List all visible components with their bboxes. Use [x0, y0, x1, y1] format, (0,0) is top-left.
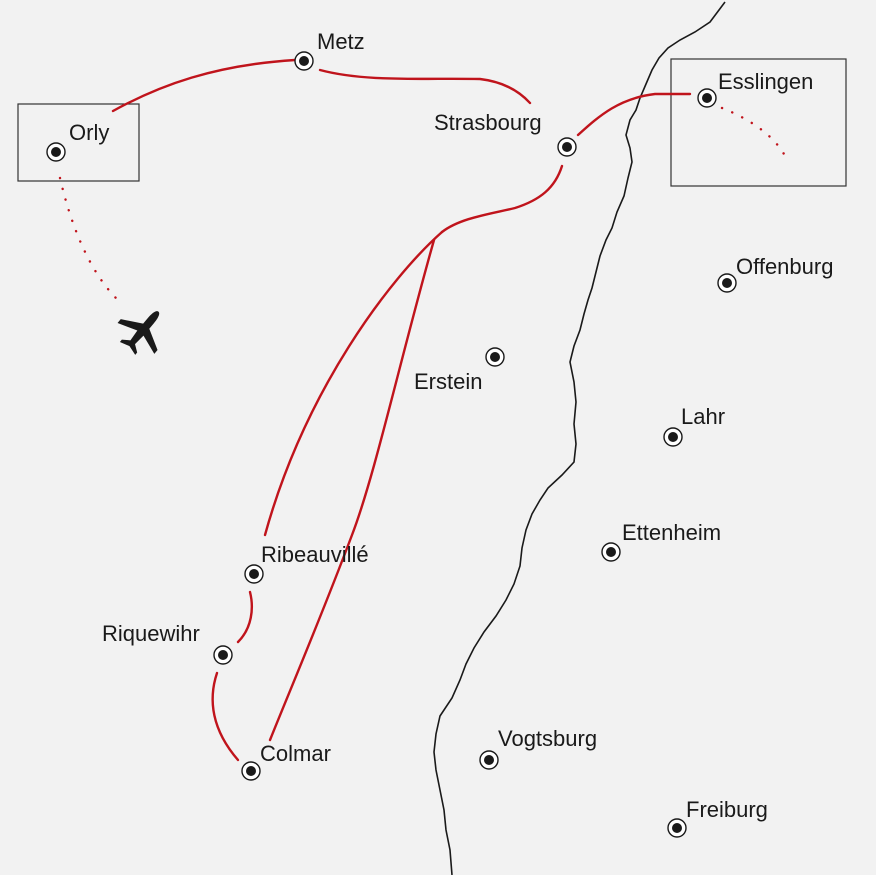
city-marker-core [702, 93, 712, 103]
city-strasbourg: Strasbourg [434, 110, 577, 157]
city-orly: Orly [46, 120, 109, 162]
city-marker-core [484, 755, 494, 765]
label-riquewihr: Riquewihr [102, 621, 200, 646]
orly-frame [17, 103, 140, 182]
flight-path [58, 176, 122, 304]
label-ribeauville: Ribeauvillé [261, 542, 369, 567]
city-erstein: Erstein [414, 347, 505, 394]
city-metz: Metz [294, 29, 365, 71]
route-metz-strasbourg [318, 68, 532, 105]
route-riquewihr-colmar [211, 671, 240, 762]
label-esslingen: Esslingen [718, 69, 813, 94]
label-colmar: Colmar [260, 741, 331, 766]
city-ettenheim: Ettenheim [601, 520, 721, 562]
river-line [433, 1, 726, 875]
route-junction-colmar [268, 238, 436, 742]
city-marker-core [51, 147, 61, 157]
label-orly: Orly [69, 120, 109, 145]
city-marker-core [668, 432, 678, 442]
label-erstein: Erstein [414, 369, 482, 394]
city-marker-core [246, 766, 256, 776]
city-marker-core [606, 547, 616, 557]
airplane-icon [117, 311, 160, 355]
city-lahr: Lahr [663, 404, 725, 447]
label-strasbourg: Strasbourg [434, 110, 542, 135]
esslingen-frame [670, 58, 847, 187]
city-freiburg: Freiburg [667, 797, 768, 838]
city-marker-core [672, 823, 682, 833]
city-ribeauville: Ribeauvillé [244, 542, 369, 584]
route-strasbourg-esslingen [576, 92, 692, 137]
city-marker-core [562, 142, 572, 152]
route-junction-ribeauville [263, 230, 444, 537]
label-lahr: Lahr [681, 404, 725, 429]
label-ettenheim: Ettenheim [622, 520, 721, 545]
city-vogtsburg: Vogtsburg [479, 726, 597, 770]
label-metz: Metz [317, 29, 365, 54]
city-marker-core [490, 352, 500, 362]
label-vogtsburg: Vogtsburg [498, 726, 597, 751]
label-offenburg: Offenburg [736, 254, 833, 279]
city-marker-core [249, 569, 259, 579]
label-freiburg: Freiburg [686, 797, 768, 822]
route-orly-metz [111, 58, 297, 113]
route-ribeauville-riquewihr [236, 590, 253, 644]
esslingen-extension [720, 106, 790, 164]
city-riquewihr: Riquewihr [102, 621, 233, 665]
city-marker-core [218, 650, 228, 660]
city-marker-core [722, 278, 732, 288]
city-colmar: Colmar [241, 741, 331, 781]
city-offenburg: Offenburg [717, 254, 833, 293]
city-marker-core [299, 56, 309, 66]
city-esslingen: Esslingen [697, 69, 813, 108]
route-strasbourg-junction [440, 164, 564, 234]
